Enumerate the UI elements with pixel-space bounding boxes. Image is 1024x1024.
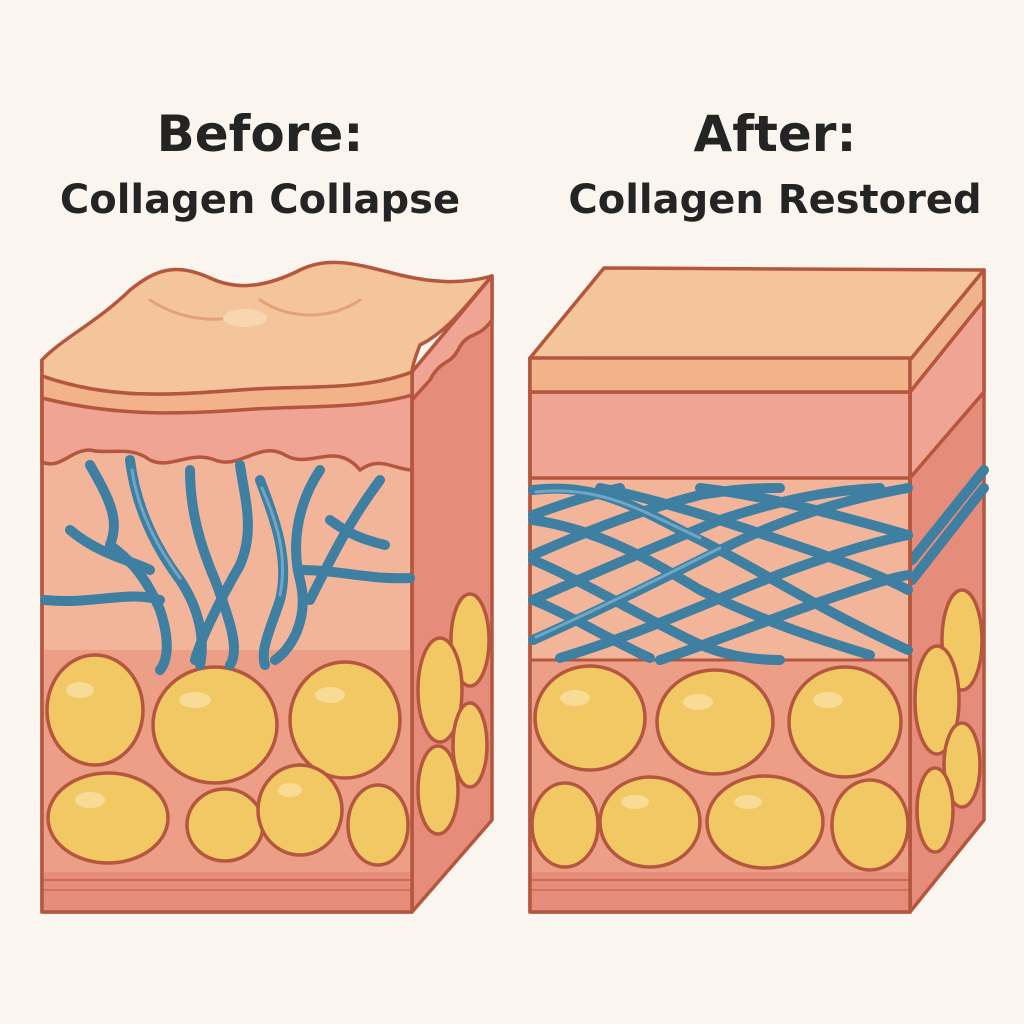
after-skin-block xyxy=(528,266,989,914)
before-heading: Before: xyxy=(156,104,364,163)
after-dermis-layer xyxy=(528,390,912,480)
before-side-fat-cells xyxy=(416,592,491,836)
after-heading: After: xyxy=(693,104,857,163)
after-subheading: Collagen Restored xyxy=(568,177,982,224)
after-fat-cells xyxy=(530,664,910,872)
after-epidermis-top xyxy=(528,266,986,362)
before-fat-cells xyxy=(45,653,410,867)
before-skin-block xyxy=(40,260,494,914)
before-subheading: Collagen Collapse xyxy=(59,177,461,224)
before-collagen-fibers xyxy=(40,455,415,675)
after-collagen-fibers xyxy=(528,483,913,665)
after-side-fat-cells xyxy=(913,588,984,854)
